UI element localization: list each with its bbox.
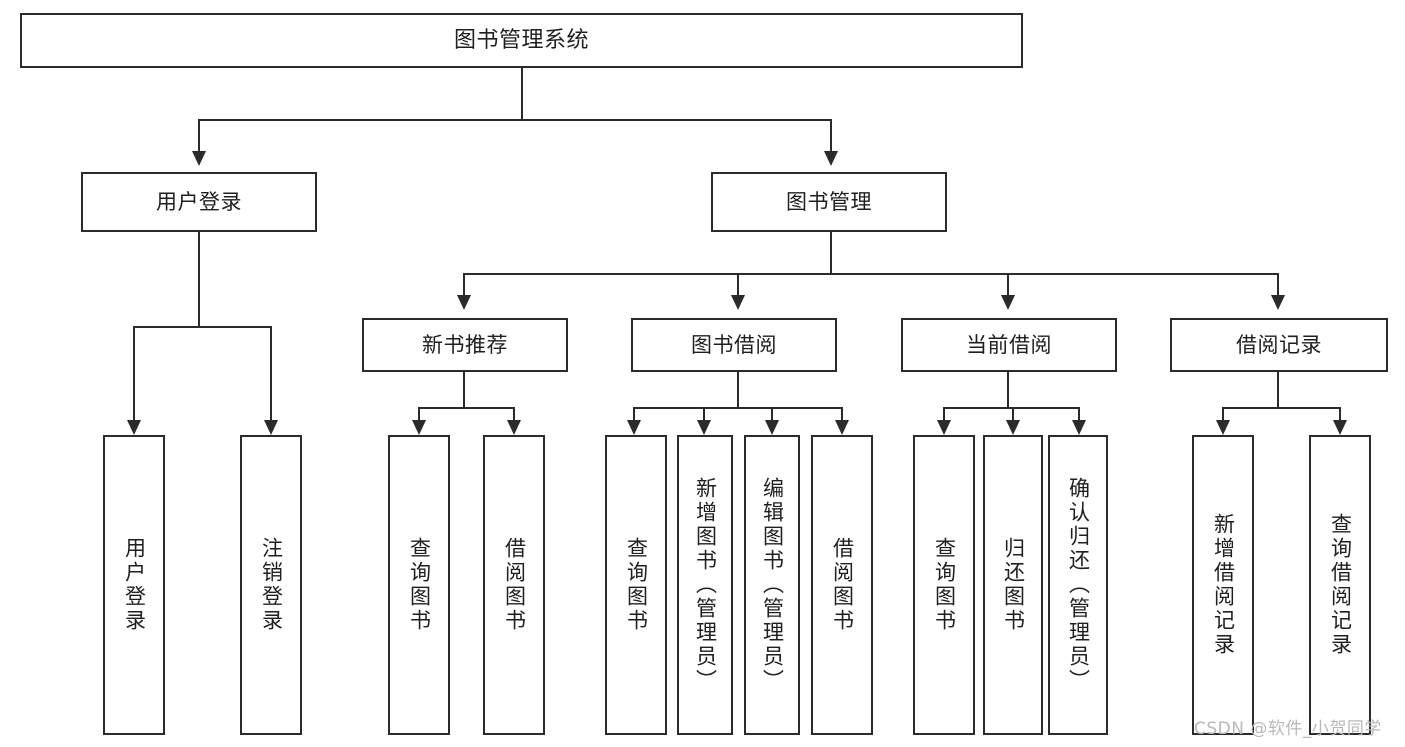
node-current-borrow[interactable]: 当前借阅	[901, 318, 1117, 372]
arrow-current-borrow-leaf1	[937, 420, 951, 435]
connector-user-login-leaf1	[133, 326, 135, 420]
node-root-book-management-system[interactable]: 图书管理系统	[20, 13, 1023, 68]
arrow-book-borrow-leaf3	[765, 420, 779, 435]
leaf-confirm-return-admin[interactable]: 确认归还（管理员）	[1048, 435, 1108, 735]
connector-to-borrow-record	[1277, 273, 1279, 295]
connector-current-borrow-leaf3	[1078, 407, 1080, 420]
arrow-book-borrow-leaf1	[627, 420, 641, 435]
leaf-borrow-book[interactable]: 借阅图书	[811, 435, 873, 735]
connector-to-new-book-recommend	[463, 273, 465, 295]
connector-new-book-bus	[418, 407, 515, 409]
node-label: 查询借阅记录	[1328, 513, 1353, 657]
arrow-user-login-leaf1	[127, 420, 141, 435]
connector-new-book-leaf1	[418, 407, 420, 420]
connector-user-login-bus	[133, 326, 270, 328]
connector-current-borrow-bus	[943, 407, 1078, 409]
arrow-new-book-leaf1	[412, 420, 426, 435]
connector-current-borrow-down	[1007, 372, 1009, 408]
connector-user-login-leaf2	[270, 326, 272, 420]
arrow-book-borrow-leaf2	[697, 420, 711, 435]
connector-book-borrow-down	[737, 372, 739, 408]
node-new-book-recommend[interactable]: 新书推荐	[362, 318, 568, 372]
connector-level2-bus	[463, 273, 1279, 275]
connector-current-borrow-leaf2	[1012, 407, 1014, 420]
arrow-user-login-leaf2	[264, 420, 278, 435]
connector-borrow-record-bus	[1222, 407, 1340, 409]
connector-user-login-down	[198, 232, 200, 327]
connector-book-borrow-leaf1	[633, 407, 635, 420]
node-label: 用户登录	[122, 537, 147, 633]
connector-book-borrow-leaf3	[771, 407, 773, 420]
node-book-borrow[interactable]: 图书借阅	[631, 318, 837, 372]
arrow-to-book-management	[824, 151, 838, 166]
node-label: 新增借阅记录	[1211, 513, 1236, 657]
connector-new-book-down	[463, 372, 465, 408]
leaf-query-book-current[interactable]: 查询图书	[913, 435, 975, 735]
node-label: 借阅记录	[1236, 332, 1322, 357]
connector-book-borrow-leaf2	[703, 407, 705, 420]
leaf-query-book-borrow[interactable]: 查询图书	[605, 435, 667, 735]
leaf-logout[interactable]: 注销登录	[240, 435, 302, 735]
node-label: 借阅图书	[502, 537, 527, 633]
arrow-book-borrow-leaf4	[835, 420, 849, 435]
node-label: 图书管理	[786, 189, 872, 214]
node-label: 确认归还（管理员）	[1066, 477, 1091, 693]
arrow-new-book-leaf2	[507, 420, 521, 435]
connector-to-book-borrow	[737, 273, 739, 295]
arrow-to-book-borrow	[731, 295, 745, 310]
node-label: 查询图书	[407, 537, 432, 633]
connector-to-user-login	[198, 119, 200, 151]
node-label: 图书借阅	[691, 332, 777, 357]
leaf-return-book[interactable]: 归还图书	[983, 435, 1043, 735]
node-label: 归还图书	[1001, 537, 1026, 633]
connector-borrow-record-leaf1	[1222, 407, 1224, 420]
connector-to-current-borrow	[1007, 273, 1009, 295]
node-label: 图书管理系统	[453, 27, 589, 53]
leaf-query-borrow-record[interactable]: 查询借阅记录	[1309, 435, 1371, 735]
arrow-borrow-record-leaf2	[1333, 420, 1347, 435]
connector-to-book-management	[830, 119, 832, 151]
connector-new-book-leaf2	[513, 407, 515, 420]
node-user-login[interactable]: 用户登录	[81, 172, 317, 232]
leaf-user-login[interactable]: 用户登录	[103, 435, 165, 735]
arrow-current-borrow-leaf2	[1006, 420, 1020, 435]
node-label: 用户登录	[156, 189, 242, 214]
connector-book-borrow-leaf4	[841, 407, 843, 420]
leaf-edit-book-admin[interactable]: 编辑图书（管理员）	[744, 435, 800, 735]
arrow-to-user-login	[192, 151, 206, 166]
connector-root-down	[521, 68, 523, 120]
connector-borrow-record-down	[1277, 372, 1279, 408]
leaf-borrow-book-recommend[interactable]: 借阅图书	[483, 435, 545, 735]
node-label: 新书推荐	[422, 332, 508, 357]
arrow-to-current-borrow	[1001, 295, 1015, 310]
leaf-add-borrow-record[interactable]: 新增借阅记录	[1192, 435, 1254, 735]
node-borrow-record[interactable]: 借阅记录	[1170, 318, 1388, 372]
arrow-to-new-book-recommend	[457, 295, 471, 310]
arrow-to-borrow-record	[1271, 295, 1285, 310]
node-label: 借阅图书	[830, 537, 855, 633]
node-label: 查询图书	[624, 537, 649, 633]
node-book-management[interactable]: 图书管理	[711, 172, 947, 232]
arrow-borrow-record-leaf1	[1216, 420, 1230, 435]
connector-level1-bus	[198, 119, 832, 121]
watermark-text: CSDN @软件_小贺同学	[1194, 719, 1382, 739]
node-label: 注销登录	[259, 537, 284, 633]
node-label: 编辑图书（管理员）	[760, 477, 785, 693]
node-label: 当前借阅	[966, 332, 1052, 357]
leaf-add-book-admin[interactable]: 新增图书（管理员）	[677, 435, 733, 735]
arrow-current-borrow-leaf3	[1072, 420, 1086, 435]
leaf-query-book-recommend[interactable]: 查询图书	[388, 435, 450, 735]
connector-current-borrow-leaf1	[943, 407, 945, 420]
node-label: 新增图书（管理员）	[693, 477, 718, 693]
connector-borrow-record-leaf2	[1339, 407, 1341, 420]
connector-book-borrow-bus	[633, 407, 841, 409]
connector-book-management-down	[830, 232, 832, 274]
node-label: 查询图书	[932, 537, 957, 633]
